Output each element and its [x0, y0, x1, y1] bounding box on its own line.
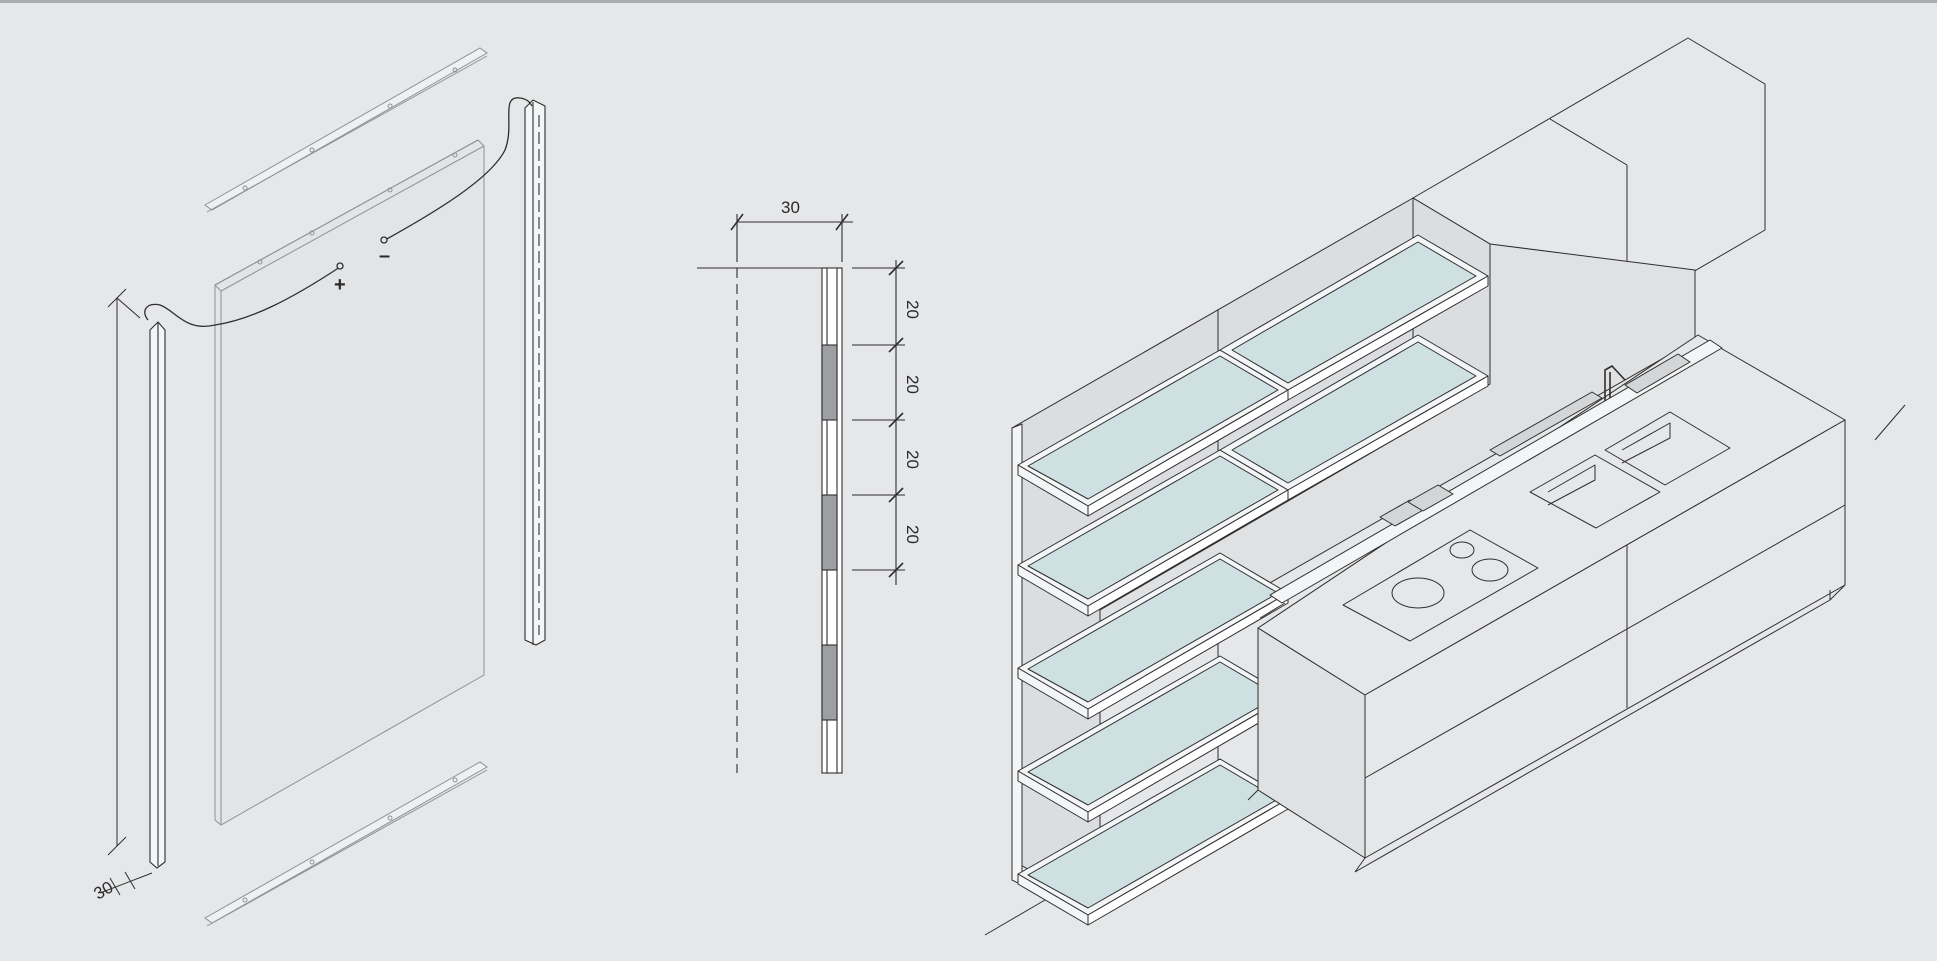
profile-section-detail	[697, 213, 905, 774]
shelf-left-4	[1017, 655, 1289, 823]
back-rail	[1259, 339, 1723, 619]
shelf-right-1	[1219, 234, 1489, 401]
bottom-rail	[204, 761, 488, 927]
profile-width-dimension	[99, 871, 153, 896]
segment-2-label: 20	[903, 375, 922, 394]
top-rail	[204, 47, 488, 213]
positive-terminal-label: +	[334, 274, 346, 296]
exploded-view	[204, 47, 488, 927]
shelf-left-2	[1017, 449, 1289, 617]
sink-1	[1529, 454, 1661, 529]
left-led-profile	[149, 321, 166, 869]
right-led-profile	[524, 99, 546, 646]
wiring	[144, 97, 533, 327]
shelf-left-3	[1017, 552, 1289, 720]
height-dimension	[107, 288, 141, 856]
sink-2	[1604, 411, 1731, 486]
kitchen-isometric	[984, 37, 1906, 936]
cooktop	[1342, 529, 1539, 642]
top-rule	[0, 0, 1937, 3]
segment-3-label: 20	[903, 450, 922, 469]
segment-1-label: 20	[903, 300, 922, 319]
width-dimension-label: 30	[781, 198, 800, 217]
negative-terminal-label: –	[379, 245, 390, 267]
segment-4-label: 20	[903, 525, 922, 544]
glass-panel	[214, 139, 485, 826]
shelf-right-2	[1219, 334, 1489, 501]
